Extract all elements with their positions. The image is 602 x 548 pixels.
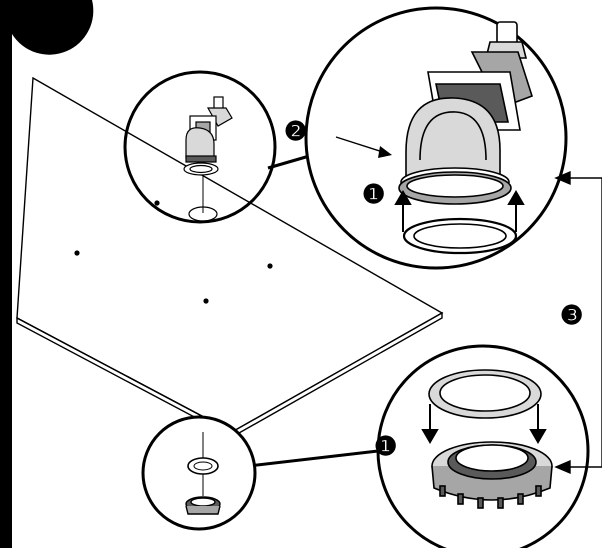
detail-circle-parts-large: [376, 344, 590, 548]
corner-badge: [12, 0, 94, 55]
callout-step-1-bottom: ❶: [374, 431, 397, 461]
callout-step-3: ❸: [560, 300, 583, 330]
detail-circle-faucet-small: [123, 70, 277, 224]
step-3-bracket: [554, 170, 602, 475]
left-border-bar: [0, 0, 12, 548]
detail-circle-faucet-large: [304, 6, 568, 270]
callout-step-2: ❷: [284, 116, 307, 146]
mounting-holes: [74, 200, 273, 304]
callout-step-1-top: ❶: [362, 179, 385, 209]
detail-circle-parts-small: [141, 415, 257, 531]
